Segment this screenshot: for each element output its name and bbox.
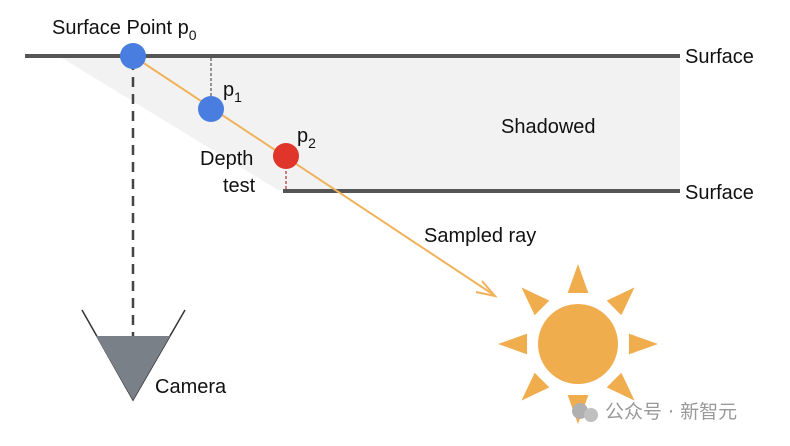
shadowed-region xyxy=(62,58,680,190)
sampled-ray-line xyxy=(132,55,495,296)
watermark: 公众号 · 新智元 xyxy=(572,401,737,423)
p2-label: p2 xyxy=(297,125,316,151)
sample-point-p1 xyxy=(198,96,224,122)
test-label: test xyxy=(223,175,256,197)
p1-label: p1 xyxy=(223,79,242,105)
sun-icon xyxy=(498,264,658,424)
sun-ray xyxy=(628,333,658,355)
surface-point-label: Surface Point p0 xyxy=(52,17,197,43)
camera-icon xyxy=(81,309,186,402)
shadowed-label: Shadowed xyxy=(501,116,596,138)
camera-label: Camera xyxy=(155,376,227,398)
surface-bottom-label: Surface xyxy=(685,182,754,204)
sun-ray xyxy=(521,372,550,401)
ray-arrowhead xyxy=(475,280,498,298)
svg-text:公众号 · 新智元: 公众号 · 新智元 xyxy=(605,401,737,423)
sampled-ray-label: Sampled ray xyxy=(424,225,536,247)
surface-top-label: Surface xyxy=(685,46,754,68)
sun-ray xyxy=(606,287,635,316)
sun-ray xyxy=(498,333,528,355)
sun-ray xyxy=(606,372,635,401)
sample-point-p2 xyxy=(273,143,299,169)
sun-ray xyxy=(521,287,550,316)
surface-point-p0 xyxy=(120,43,146,69)
depth-label: Depth xyxy=(200,148,253,170)
sun-ray xyxy=(567,264,589,294)
